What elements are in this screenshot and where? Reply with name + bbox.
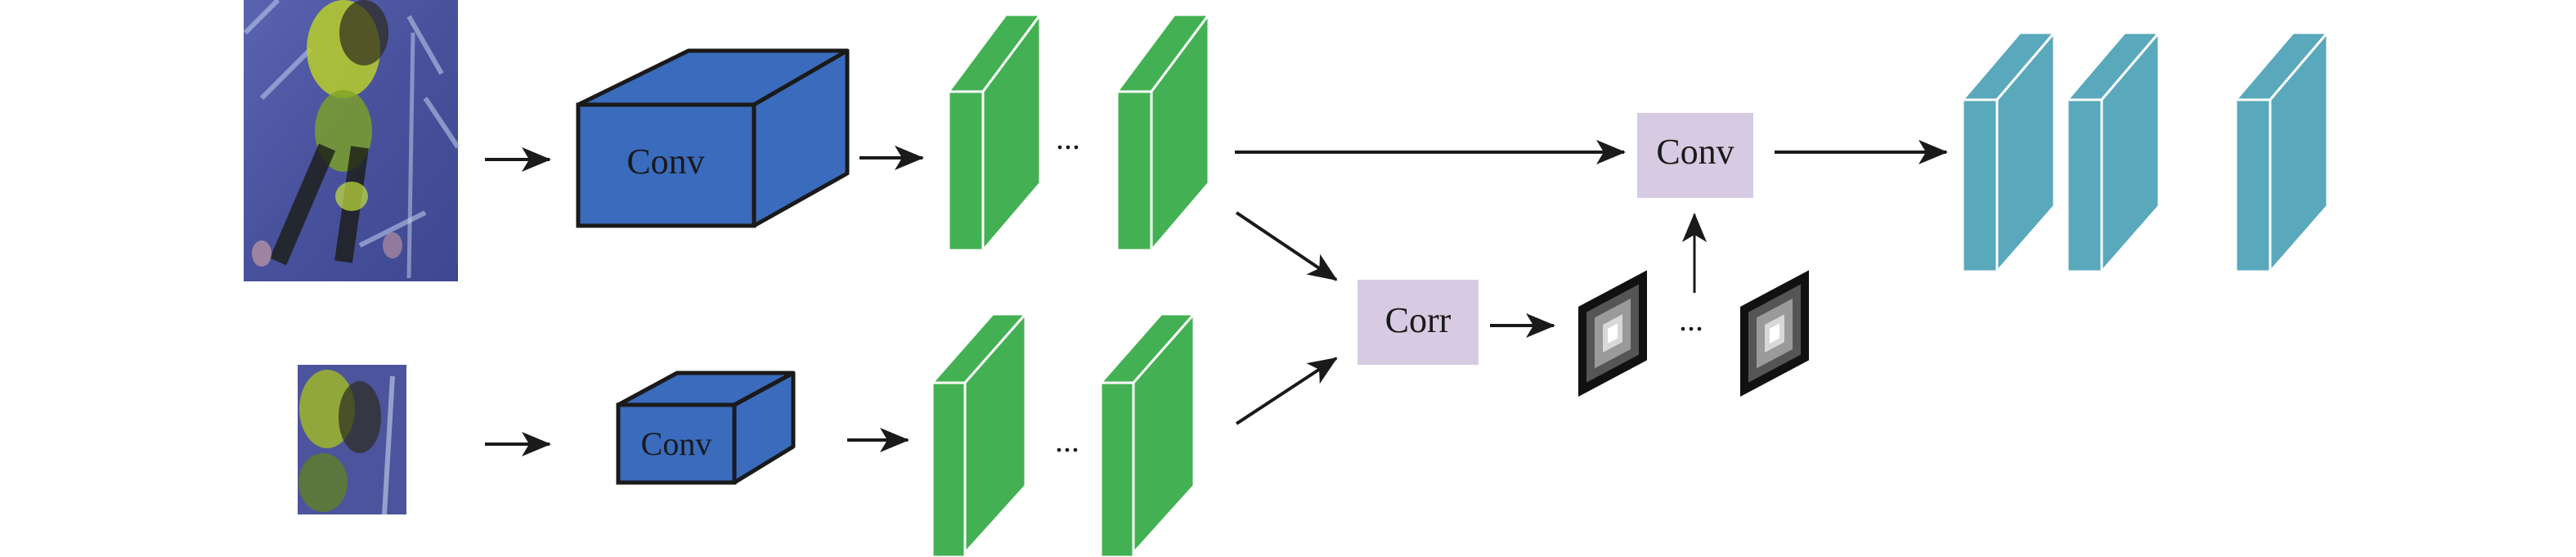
template-conv-block: Conv — [616, 371, 796, 485]
search-feature-map-1 — [946, 11, 1043, 254]
template-features-ellipsis: ... — [1055, 422, 1079, 459]
search-conv-block: Conv — [576, 48, 850, 228]
arrow-template-features-to-corr — [1235, 357, 1338, 425]
head-conv-block: Conv — [1637, 113, 1753, 198]
search-feature-map-2 — [1115, 11, 1211, 254]
search-conv-label: Conv — [626, 141, 704, 182]
corr-block: Corr — [1358, 280, 1479, 365]
response-map-2 — [1740, 270, 1809, 397]
template-conv-label: Conv — [641, 425, 712, 462]
arrow-search-features-to-corr — [1235, 211, 1338, 281]
head-conv-label: Conv — [1656, 132, 1734, 172]
response-map-1 — [1578, 270, 1647, 397]
corr-label: Corr — [1385, 300, 1452, 340]
template-feature-map-2 — [1097, 311, 1197, 557]
output-map-1 — [1959, 29, 2058, 275]
template-feature-map-1 — [929, 311, 1029, 557]
response-maps-ellipsis: ... — [1679, 301, 1703, 338]
template-image — [298, 365, 406, 515]
output-map-2 — [2064, 29, 2162, 275]
search-features-ellipsis: ... — [1056, 119, 1080, 156]
search-region-image — [243, 0, 460, 281]
output-map-3 — [2233, 29, 2331, 275]
